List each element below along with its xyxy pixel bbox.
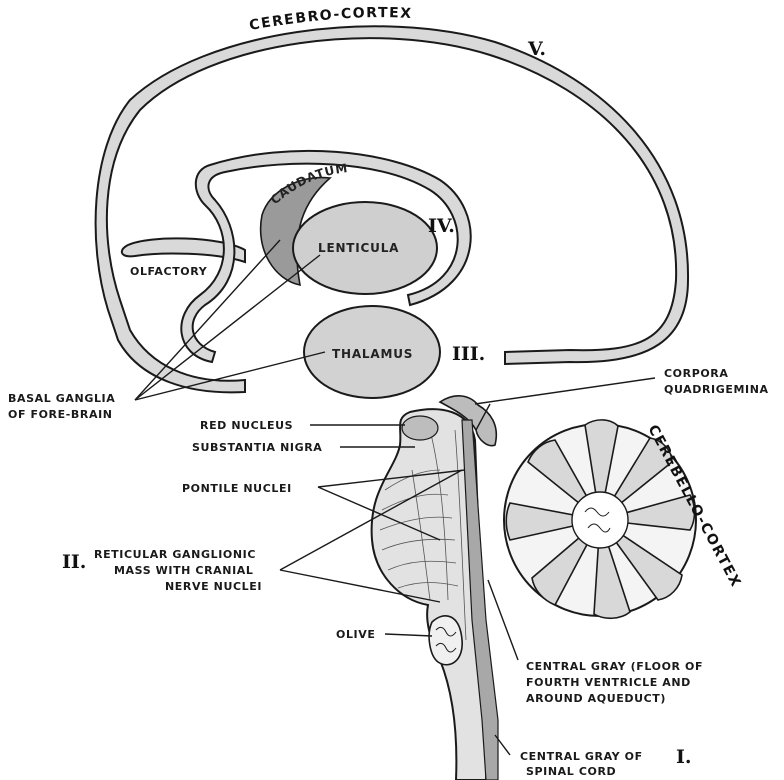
- label-basal-ganglia-line2: OF FORE-BRAIN: [8, 408, 113, 421]
- label-red-nucleus: RED NUCLEUS: [200, 419, 293, 432]
- label-reticular-line1: RETICULAR GANGLIONIC: [94, 548, 256, 561]
- roman-numeral-iii: III.: [452, 343, 485, 365]
- label-lenticula: LENTICULA: [318, 241, 399, 255]
- label-olfactory: OLFACTORY: [130, 265, 208, 278]
- label-olive: OLIVE: [336, 628, 375, 641]
- label-reticular-line3: NERVE NUCLEI: [165, 580, 262, 593]
- label-central-gray-floor-line3: AROUND AQUEDUCT): [526, 692, 666, 705]
- label-central-gray-cord-line1: CENTRAL GRAY OF: [520, 750, 643, 763]
- label-reticular-line2: MASS WITH CRANIAL: [114, 564, 253, 577]
- olive: [429, 616, 462, 665]
- label-pontile-nuclei: PONTILE NUCLEI: [182, 482, 292, 495]
- roman-numeral-i: I.: [676, 746, 692, 768]
- label-central-gray-cord-line2: SPINAL CORD: [526, 765, 616, 778]
- label-central-gray-floor-line1: CENTRAL GRAY (FLOOR OF: [526, 660, 703, 673]
- roman-numeral-iv: IV.: [428, 215, 455, 237]
- label-central-gray-floor-line2: FOURTH VENTRICLE AND: [526, 676, 691, 689]
- label-basal-ganglia-line1: BASAL GANGLIA: [8, 392, 115, 405]
- label-corpora-line2: QUADRIGEMINA: [664, 383, 769, 396]
- roman-numeral-v: V.: [527, 38, 546, 60]
- roman-numeral-ii: II.: [62, 551, 86, 573]
- label-corpora-line1: CORPORA: [664, 367, 729, 380]
- label-substantia-nigra: SUBSTANTIA NIGRA: [192, 441, 322, 454]
- red-nucleus: [402, 416, 438, 440]
- label-thalamus: THALAMUS: [332, 347, 413, 361]
